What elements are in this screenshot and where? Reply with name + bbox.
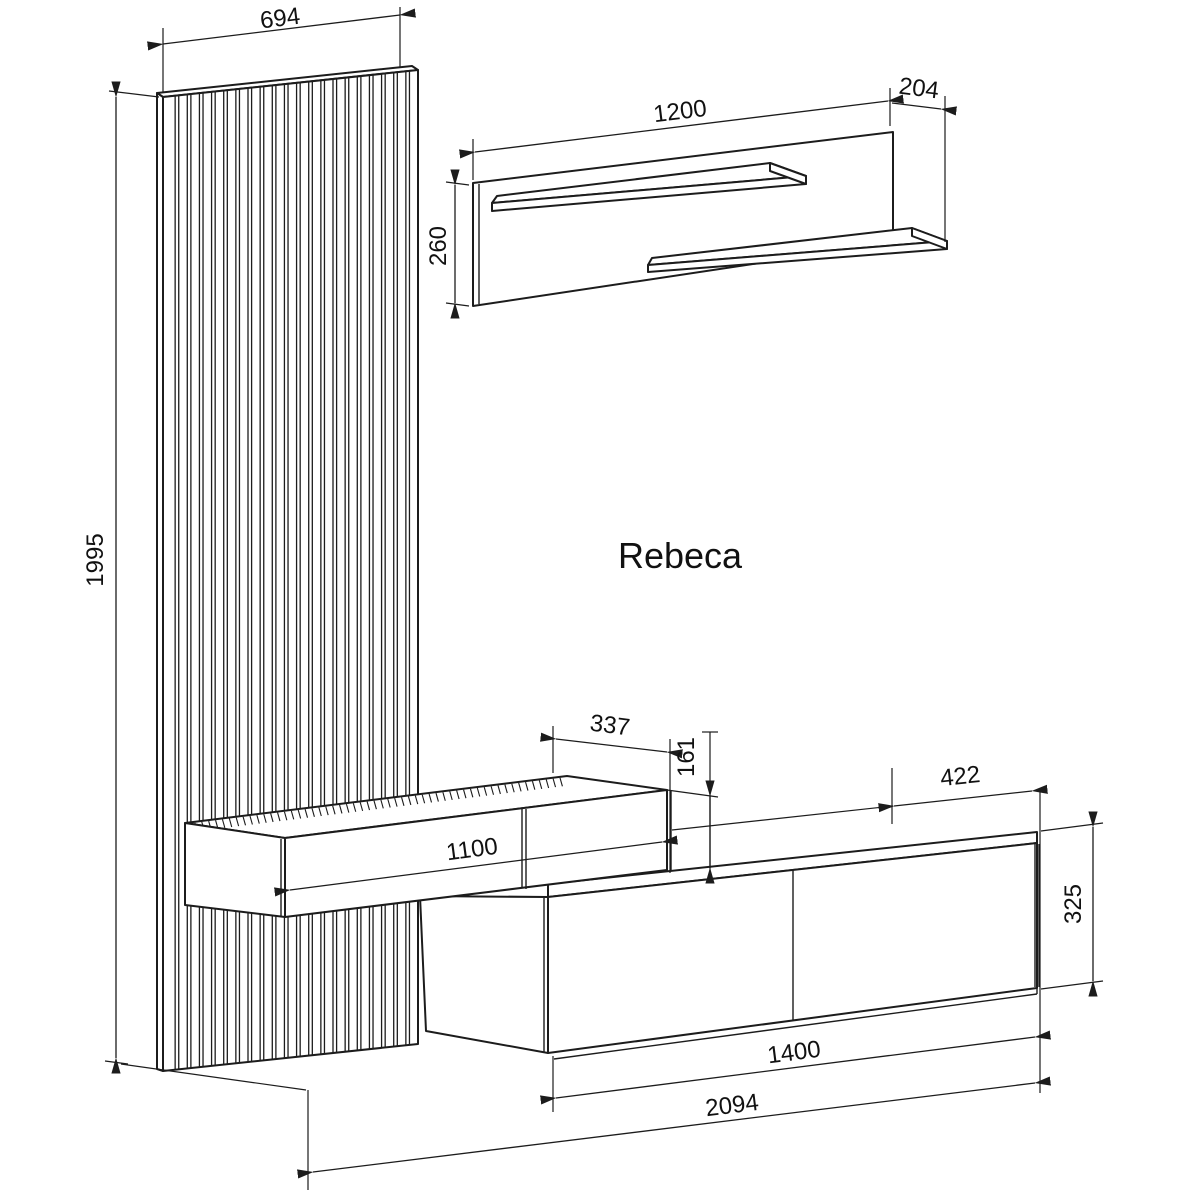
dim-label-wall-shelf-width: 1200	[652, 95, 708, 128]
dim-label-console-height: 161	[673, 737, 700, 777]
dim-label-wall-shelf-height: 260	[425, 226, 452, 266]
dim-label-total-width: 2094	[704, 1089, 760, 1122]
product-name-label: Rebeca	[618, 535, 743, 576]
dim-label-cabinet-height: 325	[1060, 884, 1087, 924]
dimension-lines	[111, 8, 1098, 1179]
wall-shelf-unit	[472, 131, 948, 307]
dim-label-panel-height: 1995	[82, 533, 109, 586]
dim-label-cabinet-width: 1400	[766, 1036, 822, 1070]
dim-label-console-depth: 337	[588, 710, 631, 742]
dim-label-cabinet-depth: 422	[939, 761, 982, 792]
upper-shelf	[491, 162, 807, 212]
dim-label-panel-width: 694	[259, 3, 302, 35]
dim-label-console-width: 1100	[445, 833, 500, 867]
slatted-wall-panel	[156, 65, 419, 1072]
dimension-labels: 694 1200 204 260 1995 337 161 1100 422 3…	[82, 3, 1087, 1122]
dim-label-wall-shelf-depth: 204	[897, 73, 940, 105]
lower-shelf	[647, 227, 948, 273]
